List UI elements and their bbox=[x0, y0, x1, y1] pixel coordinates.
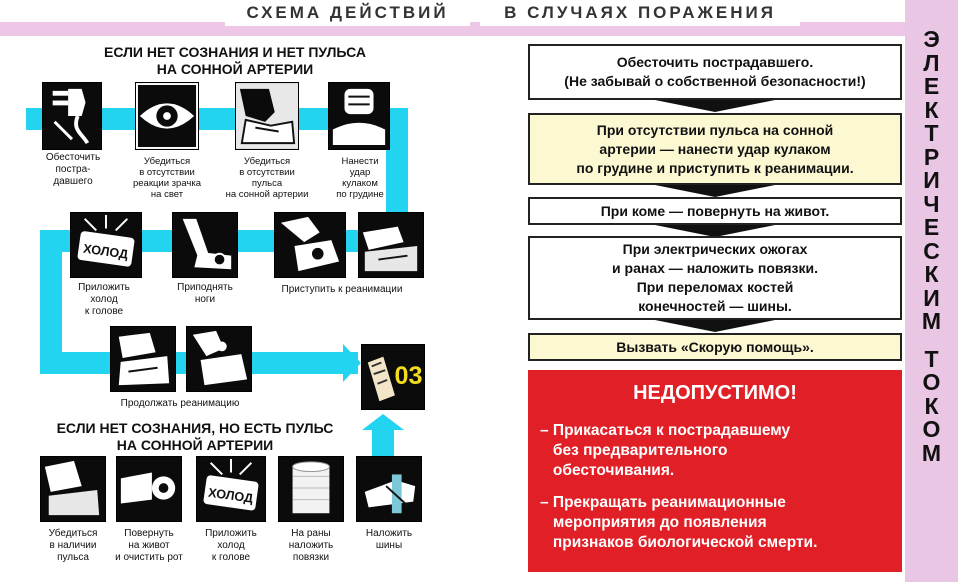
side-title-letter: Л bbox=[923, 49, 940, 76]
row2-label-1: Приложить холод к голове bbox=[78, 282, 130, 317]
step-connector-4 bbox=[655, 320, 775, 332]
rescue-breath-icon bbox=[186, 326, 252, 392]
step-4: При электрических ожогах и ранах — налож… bbox=[528, 236, 902, 320]
eye-icon bbox=[135, 82, 199, 150]
header-right-title: В СЛУЧАЯХ ПОРАЖЕНИЯ bbox=[480, 0, 800, 26]
side-title-letter: К bbox=[924, 261, 939, 287]
side-title-letter: О bbox=[922, 416, 941, 442]
side-title-letter: Э bbox=[923, 26, 940, 52]
row4-label-3: Приложить холод к голове bbox=[205, 528, 257, 563]
side-title-letter: И bbox=[923, 167, 940, 193]
forbidden-item-2: – Прекращать реанимационные мероприятия … bbox=[540, 494, 818, 551]
forbidden-panel: НЕДОПУСТИМО! – Прикасаться к пострадавше… bbox=[528, 370, 902, 572]
side-title-letter: К bbox=[924, 392, 939, 419]
forbidden-item-1: – Прикасаться к пострадавшему без предва… bbox=[540, 422, 791, 479]
row4-label-5: Наложить шины bbox=[365, 528, 413, 551]
step-1: Обесточить пострадавшего. (Не забывай о … bbox=[528, 44, 902, 100]
step-connector-1 bbox=[655, 100, 775, 112]
raise-legs-icon bbox=[172, 212, 238, 278]
chest-compression-icon bbox=[358, 212, 424, 278]
side-title-letter: Е bbox=[923, 214, 940, 240]
side-title-letter: Т bbox=[924, 345, 939, 372]
row1-label-2: Убедиться в отсутствии реакции зрачка на… bbox=[132, 156, 201, 200]
cold-pack-text-2: ХОЛОД bbox=[207, 486, 254, 506]
side-title-letter: К bbox=[924, 96, 939, 123]
step-2: При отсутствии пульса на сонной артерии … bbox=[528, 113, 902, 185]
bandage-icon bbox=[278, 456, 344, 522]
plug-icon bbox=[42, 82, 102, 150]
splint-icon bbox=[356, 456, 422, 522]
phone-number-text: 03 bbox=[395, 362, 423, 390]
fist-icon bbox=[328, 82, 390, 150]
side-title-letter: Р bbox=[923, 143, 940, 170]
step-connector-3 bbox=[655, 225, 775, 237]
row2-label-2: Приподнять ноги bbox=[177, 282, 233, 305]
row1-label-4: Нанести удар кулаком по грудине bbox=[336, 156, 384, 200]
row1-label-1: Обесточить постра- давшего bbox=[45, 152, 101, 187]
pulse-check-icon bbox=[235, 82, 299, 150]
flow-arrow-row1 bbox=[26, 108, 408, 130]
flow-arrowhead-to-phone bbox=[343, 344, 361, 382]
pulse-present-icon bbox=[40, 456, 106, 522]
step-3: При коме — повернуть на живот. bbox=[528, 197, 902, 225]
forbidden-title: НЕДОПУСТИМО! bbox=[633, 382, 797, 404]
flow-arrow-right-down bbox=[386, 108, 408, 240]
cold-pack-icon: ХОЛОД bbox=[70, 212, 142, 278]
resuscitation-icon bbox=[274, 212, 346, 278]
section1-title: ЕСЛИ НЕТ СОЗНАНИЯ И НЕТ ПУЛЬСА НА СОННОЙ… bbox=[103, 44, 367, 77]
side-title-letter: Ч bbox=[923, 190, 940, 217]
cold-pack-text: ХОЛОД bbox=[82, 242, 129, 262]
row1-label-3: Убедиться в отсутствии пульса на сонной … bbox=[225, 156, 309, 200]
section2-title: ЕСЛИ НЕТ СОЗНАНИЯ, НО ЕСТЬ ПУЛЬС НА СОНН… bbox=[56, 420, 334, 453]
side-title-letter: С bbox=[923, 237, 940, 264]
cold-pack-icon-2: ХОЛОД bbox=[196, 456, 266, 522]
row3-shared-label: Продолжать реанимацию bbox=[120, 398, 240, 409]
side-band bbox=[905, 0, 958, 582]
row4-label-2: Повернуть на живот и очистить рот bbox=[115, 528, 183, 563]
turn-over-icon bbox=[116, 456, 182, 522]
header-left-title: СХЕМА ДЕЙСТВИЙ bbox=[225, 0, 470, 26]
compression-icon bbox=[110, 326, 176, 392]
flow-arrowhead-up bbox=[362, 414, 404, 430]
side-title-letter: О bbox=[922, 369, 941, 395]
step-connector-2 bbox=[655, 185, 775, 197]
row4-label-1: Убедиться в наличии пульса bbox=[48, 528, 98, 563]
row2-shared-label: Приступить к реанимации bbox=[281, 284, 403, 295]
flow-arrow-up bbox=[372, 428, 394, 462]
step-5: Вызвать «Скорую помощь». bbox=[528, 333, 902, 361]
side-title-letter: Т bbox=[924, 120, 939, 146]
side-title-letter: М bbox=[921, 308, 942, 334]
row4-label-4: На раны наложить повязки bbox=[288, 528, 334, 563]
side-title-letter: Е bbox=[923, 73, 940, 99]
phone-icon: 03 bbox=[361, 344, 425, 410]
side-title-letter: М bbox=[921, 439, 942, 466]
side-title-letter: И bbox=[923, 284, 940, 311]
flow-arrow-left-down bbox=[40, 230, 62, 372]
